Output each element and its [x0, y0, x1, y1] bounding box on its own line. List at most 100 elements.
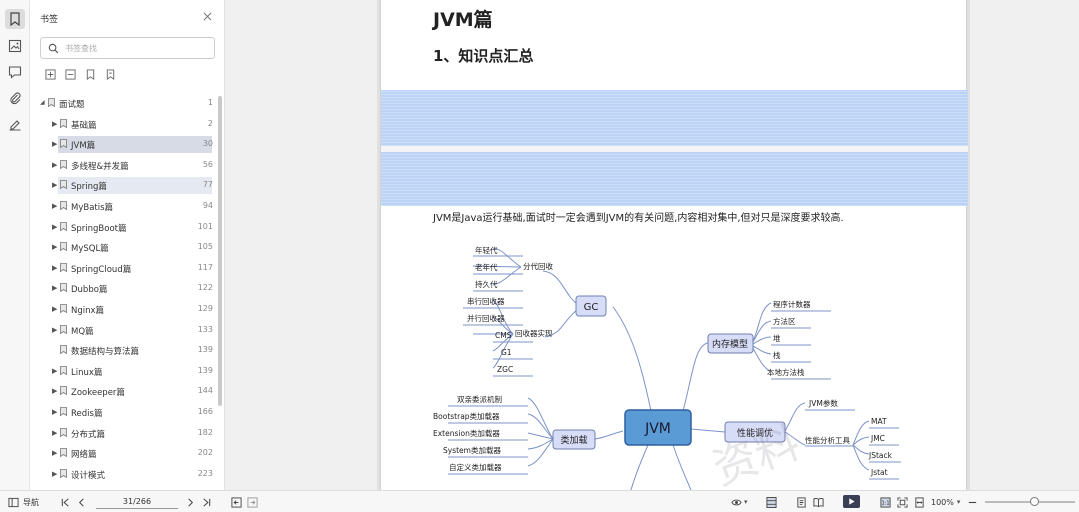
- chevron-right-icon[interactable]: ▶: [52, 222, 58, 231]
- next-page-button[interactable]: [185, 496, 196, 508]
- bookmark-icon: [60, 324, 67, 334]
- navigation-toggle[interactable]: 导航: [8, 496, 39, 508]
- page-edge-right: [967, 0, 970, 490]
- chevron-right-icon[interactable]: ▶: [52, 387, 58, 396]
- bookmark-label: 分布式篇: [71, 429, 106, 440]
- close-icon: [203, 12, 211, 20]
- zoom-select[interactable]: 100% ▾: [931, 497, 961, 507]
- page-edge-left: [377, 0, 380, 490]
- continuous-view-button[interactable]: [796, 496, 807, 508]
- chevron-right-icon[interactable]: ▶: [52, 181, 58, 190]
- dual-page-view-button[interactable]: [813, 496, 824, 508]
- last-page-button[interactable]: [201, 496, 212, 508]
- chevron-right-icon[interactable]: ▶: [52, 305, 58, 313]
- page-number-field[interactable]: 31/266: [96, 494, 178, 509]
- status-bar: 导航 31/266 ▾ 1:1 100% ▾: [0, 490, 1079, 512]
- leaf-cl-1: Bootstrap类加载器: [433, 411, 500, 421]
- bookmark-label: 网络篇: [71, 450, 97, 461]
- attachment-panel-button[interactable]: [5, 88, 25, 108]
- expand-all-button[interactable]: [44, 68, 56, 80]
- node-gc: GC: [584, 302, 599, 313]
- section-heading: 1、知识点汇总: [433, 47, 534, 65]
- chevron-right-icon[interactable]: ▶: [52, 140, 58, 149]
- comment-panel-button[interactable]: [5, 62, 25, 82]
- book-icon: [813, 497, 824, 507]
- first-page-icon: [61, 497, 69, 507]
- close-panel-button[interactable]: [200, 9, 214, 23]
- node-class-loading: 类加载: [560, 434, 587, 446]
- jvm-mindmap: GC 分代回收 年轻代 老年代 持久代 回收器实现 串行回收器 并行回收器 CM…: [433, 233, 913, 491]
- bookmark-icon: [60, 242, 67, 252]
- eye-protection-button[interactable]: ▾: [731, 496, 748, 508]
- bookmark-page-number: 139: [197, 345, 213, 355]
- chevron-right-icon[interactable]: ▶: [52, 160, 58, 169]
- bookmark-search-input[interactable]: [65, 41, 210, 55]
- chevron-right-icon[interactable]: ▶: [52, 263, 58, 272]
- add-bookmark-button[interactable]: [84, 68, 96, 80]
- zoom-slider-handle[interactable]: [1030, 497, 1039, 506]
- actual-size-button[interactable]: 1:1: [880, 496, 891, 508]
- chevron-right-icon[interactable]: ▶: [52, 408, 58, 416]
- last-page-icon: [203, 497, 211, 507]
- actual-size-icon: 1:1: [880, 496, 891, 508]
- fit-width-button[interactable]: [914, 496, 925, 508]
- chevron-right-icon[interactable]: ▶: [52, 428, 58, 437]
- chevron-right-icon[interactable]: ▶: [52, 202, 58, 210]
- chevron-right-icon[interactable]: ▶: [52, 284, 58, 293]
- delete-bookmark-button[interactable]: [104, 68, 116, 80]
- chevron-right-icon: [188, 497, 194, 507]
- single-page-icon: [766, 496, 777, 508]
- zoom-out-button[interactable]: [967, 496, 978, 508]
- chevron-right-icon[interactable]: ▶: [52, 449, 58, 458]
- minus-icon: [968, 501, 977, 503]
- collapse-all-button[interactable]: [64, 68, 76, 80]
- chevron-right-icon[interactable]: ▶: [52, 469, 58, 478]
- bookmark-scrollbar[interactable]: [218, 96, 222, 406]
- leaf-impl-3: G1: [501, 348, 512, 357]
- fit-page-icon: [897, 496, 908, 508]
- bookmark-icon: [60, 365, 67, 375]
- first-page-button[interactable]: [60, 496, 71, 508]
- chevron-right-icon[interactable]: ▶: [52, 325, 58, 334]
- back-button[interactable]: [231, 496, 242, 508]
- previous-page-button[interactable]: [76, 496, 87, 508]
- bookmark-label: Dubbo篇: [71, 285, 108, 296]
- hover-highlight: [58, 177, 212, 195]
- paperclip-icon: [10, 92, 21, 105]
- signature-panel-button[interactable]: [5, 114, 25, 134]
- slideshow-button[interactable]: [843, 495, 860, 508]
- chevron-right-icon[interactable]: ▶: [52, 243, 58, 252]
- bookmark-panel-button[interactable]: [5, 9, 25, 29]
- search-icon: [48, 43, 59, 54]
- bookmark-label: 面试题: [59, 100, 85, 110]
- single-page-view-button[interactable]: [766, 496, 777, 508]
- chevron-right-icon[interactable]: ▶: [52, 119, 58, 128]
- chevron-right-icon[interactable]: ▶: [52, 366, 58, 375]
- fit-page-button[interactable]: [897, 496, 908, 508]
- chevron-down-icon[interactable]: ◢: [40, 99, 45, 106]
- bookmark-icon: [60, 345, 67, 355]
- thumbnail-panel-button[interactable]: [5, 36, 25, 56]
- forward-button[interactable]: [247, 496, 258, 508]
- bookmark-page-number: 101: [197, 221, 213, 231]
- leaf-mem-0: 程序计数器: [773, 299, 811, 309]
